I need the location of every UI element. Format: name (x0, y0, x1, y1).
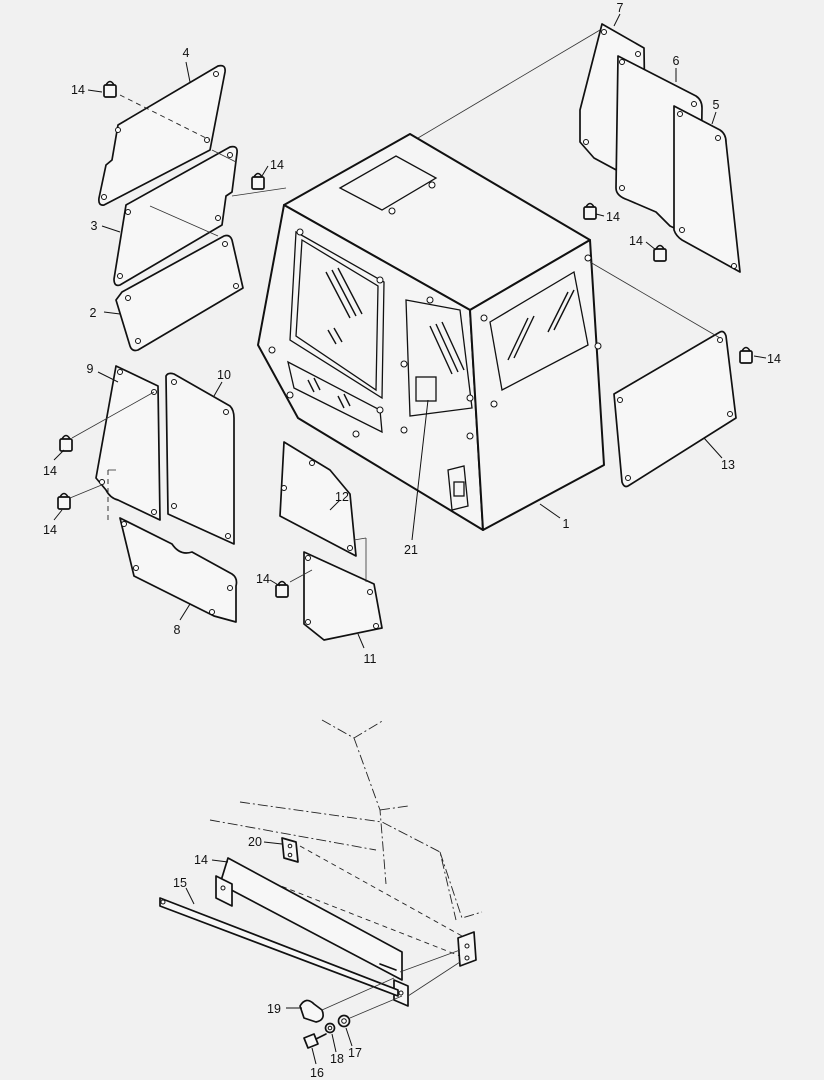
callout-17: 16 (310, 1066, 324, 1080)
callout-14: 14 (43, 464, 57, 478)
fastener-icons (57, 80, 753, 598)
callout-18: 17 (348, 1046, 362, 1060)
callout-14: 14 (256, 572, 270, 586)
front-windscreen-inner (295, 238, 379, 392)
front-windscreen (289, 230, 385, 400)
callout-21: 20 (248, 835, 262, 849)
callout-20: 19 (267, 1002, 281, 1016)
callout-14: 14 (767, 352, 781, 366)
callout-5: 5 (713, 98, 720, 112)
callout-1: 1 (563, 517, 570, 531)
callout-15: 14 (194, 853, 208, 867)
bracket-21 (281, 837, 299, 863)
leader-lines (53, 13, 767, 1065)
panel-8 (119, 517, 238, 623)
cab-side-face (469, 239, 605, 531)
roof-hatch (338, 155, 438, 211)
callout-14: 14 (606, 210, 620, 224)
callout-labels: 1 2 3 4 5 6 7 8 9 10 11 12 13 14 14 14 1… (43, 1, 781, 1080)
callout-16: 15 (173, 876, 187, 890)
right-bracket (457, 931, 477, 967)
callout-6: 6 (673, 54, 680, 68)
callout-22: 21 (404, 543, 418, 557)
panel-2 (115, 234, 244, 352)
callout-4: 4 (183, 46, 190, 60)
panel-10 (165, 372, 235, 545)
door-window (405, 299, 473, 417)
door-lock (453, 481, 465, 497)
hatch-knob (428, 181, 436, 189)
callout-3: 3 (91, 219, 98, 233)
cab-bolts (268, 228, 602, 440)
callout-14: 14 (43, 523, 57, 537)
panel-12 (279, 441, 357, 557)
callout-14: 14 (270, 158, 284, 172)
callout-13: 13 (721, 458, 735, 472)
hatch-knob (388, 207, 396, 215)
rod-16 (159, 897, 399, 997)
panel-9 (95, 365, 161, 521)
callout-8: 8 (174, 623, 181, 637)
cab-front-face (257, 204, 484, 531)
callout-2: 2 (90, 306, 97, 320)
cab-body (257, 133, 605, 531)
lower-front-window (287, 360, 383, 434)
callout-12: 12 (335, 490, 349, 504)
callout-14: 14 (71, 83, 85, 97)
wing-nut-20 (299, 999, 324, 1023)
lower-assembly (159, 719, 483, 1049)
panel-3 (113, 145, 238, 287)
callout-7: 7 (617, 1, 624, 15)
side-window (489, 270, 589, 391)
bolt-17 (303, 1033, 319, 1049)
door-handle (447, 465, 469, 511)
guard-15 (219, 857, 403, 981)
panel-11 (303, 551, 383, 641)
callout-19: 18 (330, 1052, 344, 1066)
callout-14: 14 (629, 234, 643, 248)
panel-13 (613, 330, 737, 488)
callout-9: 9 (87, 362, 94, 376)
guard-15-end (215, 875, 233, 907)
panel-4 (98, 64, 226, 206)
door-decal (415, 376, 437, 402)
assembly-lines (69, 29, 721, 583)
callout-10: 10 (217, 368, 231, 382)
callout-11: 11 (364, 652, 377, 666)
panel-5 (673, 105, 741, 273)
